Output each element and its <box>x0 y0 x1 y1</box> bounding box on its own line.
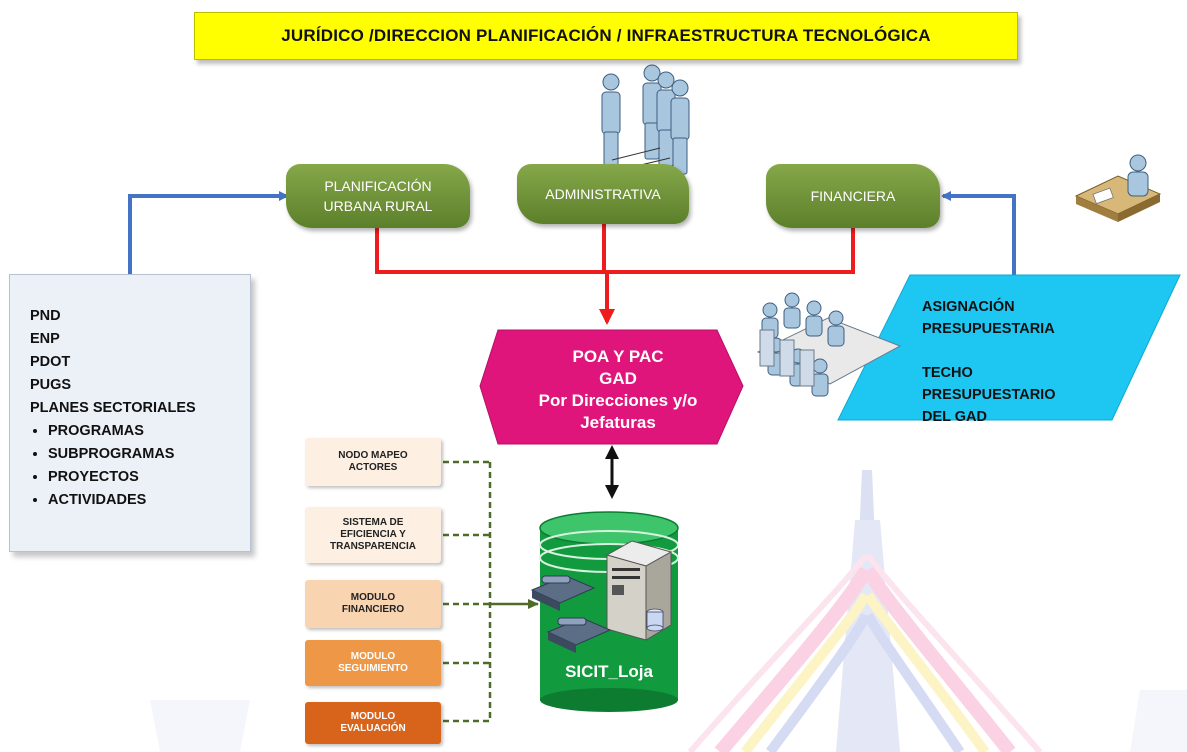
red-bus-line <box>375 228 855 274</box>
meeting-table-icon <box>756 292 902 397</box>
module-nodo-mapeo: NODO MAPEO ACTORES <box>305 438 441 486</box>
telephone-icon <box>546 617 612 653</box>
dept-financiera-box: FINANCIERA <box>766 164 940 228</box>
budget-line: PRESUPUESTARIO <box>922 387 1056 403</box>
module-sistema-eficiencia: SISTEMA DE EFICIENCIA Y TRANSPARENCIA <box>305 507 441 563</box>
plan-item: PDOT <box>30 354 71 370</box>
module-seguimiento: MODULO SEGUIMIENTO <box>305 640 441 686</box>
plan-item: PND <box>30 308 61 324</box>
dept-administrativa-box: ADMINISTRATIVA <box>517 164 689 224</box>
watermark-tower-icon <box>150 470 1187 752</box>
database-label: SICIT_Loja <box>565 662 653 681</box>
plan-bullet-list: PROGRAMAS SUBPROGRAMAS PROYECTOS ACTIVID… <box>30 420 250 512</box>
arrow-plans-to-planning <box>128 191 289 276</box>
plan-item: PLANES SECTORIALES <box>30 400 196 416</box>
plan-bullet-item: PROGRAMAS <box>48 420 250 443</box>
telephone-icon <box>530 575 596 611</box>
budget-parallelogram <box>837 274 1181 421</box>
server-icon <box>605 540 673 641</box>
budget-line: PRESUPUESTARIA <box>922 321 1055 337</box>
plan-bullet-item: SUBPROGRAMAS <box>48 443 250 466</box>
budget-text: ASIGNACIÓN PRESUPUESTARIA TECHO PRESUPUE… <box>922 296 1162 428</box>
plan-item: PUGS <box>30 377 72 393</box>
budget-line: DEL GAD <box>922 409 987 425</box>
module-financiero: MODULO FINANCIERO <box>305 580 441 628</box>
plan-bullet-item: ACTIVIDADES <box>48 489 250 512</box>
poa-hexagon <box>479 329 744 445</box>
budget-line: ASIGNACIÓN <box>922 299 1015 315</box>
plans-list-box: PND ENP PDOT PUGS PLANES SECTORIALES PRO… <box>9 274 251 552</box>
poa-text: POA Y PAC GAD Por Direcciones y/o Jefatu… <box>495 346 741 434</box>
module-connectors <box>443 460 492 723</box>
plan-bullet-item: PROYECTOS <box>48 466 250 489</box>
page-title: JURÍDICO /DIRECCION PLANIFICACIÓN / INFR… <box>194 12 1018 60</box>
budget-line <box>922 340 1162 362</box>
people-group-icon <box>601 64 690 175</box>
module-evaluacion: MODULO EVALUACIÓN <box>305 702 441 744</box>
poa-line: Por Direcciones y/o <box>538 391 698 410</box>
person-at-desk-icon <box>1074 154 1162 222</box>
arrow-budget-to-finance <box>941 191 1016 276</box>
poa-line: Jefaturas <box>580 413 656 432</box>
dept-planificacion-box: PLANIFICACIÓN URBANA RURAL <box>286 164 470 228</box>
poa-line: POA Y PAC <box>572 347 664 366</box>
budget-line: TECHO <box>922 365 973 381</box>
poa-line: GAD <box>599 369 637 388</box>
plan-item: ENP <box>30 331 60 347</box>
